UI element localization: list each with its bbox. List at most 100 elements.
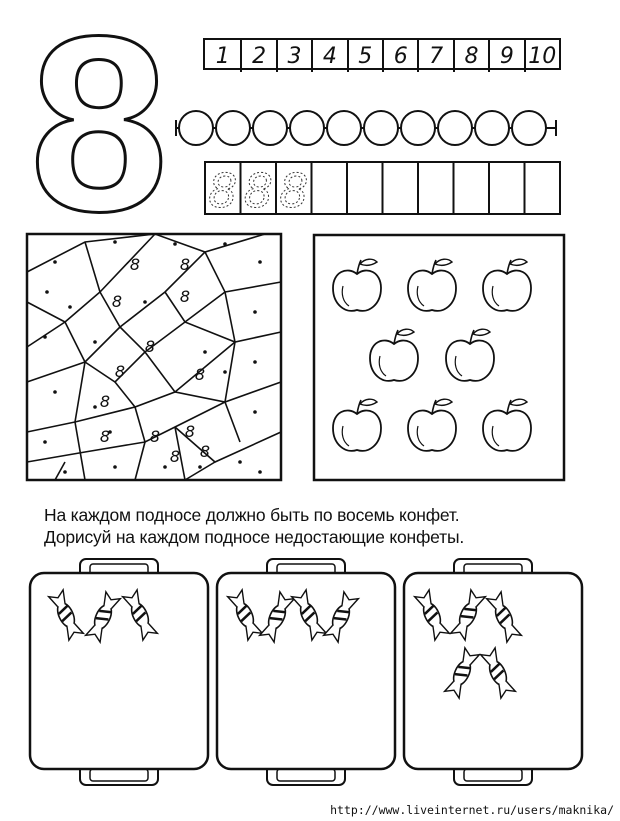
mosaic-dot bbox=[43, 335, 47, 339]
mosaic-dot bbox=[258, 470, 262, 474]
number-cell-6: 6 bbox=[382, 40, 417, 72]
candy bbox=[412, 587, 452, 643]
mosaic-eight-label: 8 bbox=[112, 292, 122, 311]
mosaic-dot bbox=[53, 260, 57, 264]
number-cell-2: 2 bbox=[240, 40, 275, 72]
mosaic-dot bbox=[198, 465, 202, 469]
mosaic-dot bbox=[223, 370, 227, 374]
mosaic-dot bbox=[253, 360, 257, 364]
bead bbox=[215, 110, 251, 146]
candy bbox=[442, 645, 482, 701]
mosaic-dot bbox=[53, 390, 57, 394]
mosaic-dot bbox=[203, 350, 207, 354]
bead bbox=[289, 110, 325, 146]
mosaic-dot bbox=[108, 430, 112, 434]
tracing-cell bbox=[452, 161, 490, 215]
candy-tray bbox=[28, 558, 210, 786]
candy bbox=[289, 587, 329, 643]
apples-box bbox=[312, 233, 566, 482]
apple bbox=[332, 398, 382, 452]
number-cell-4: 4 bbox=[311, 40, 346, 72]
mosaic-eight-label: 8 bbox=[185, 422, 195, 441]
mosaic-eight-label: 8 bbox=[150, 427, 160, 446]
mosaic-dot bbox=[68, 305, 72, 309]
mosaic-dot bbox=[43, 440, 47, 444]
bead bbox=[178, 110, 214, 146]
number-cell-5: 5 bbox=[346, 40, 382, 72]
mosaic-dot bbox=[163, 465, 167, 469]
candy bbox=[120, 587, 160, 643]
traced-digit: 8 bbox=[279, 164, 308, 216]
candy bbox=[484, 589, 524, 645]
mosaic-dot bbox=[173, 242, 177, 246]
candy bbox=[257, 589, 297, 645]
tracing-cell bbox=[275, 161, 313, 215]
mosaic-eight-label: 8 bbox=[170, 447, 180, 466]
mosaic-dot bbox=[253, 310, 257, 314]
traced-digit: 8 bbox=[208, 164, 237, 216]
big-outline-digit: 8 bbox=[28, 20, 170, 220]
mosaic-dot bbox=[93, 340, 97, 344]
mosaic-dot bbox=[258, 260, 262, 264]
tracing-cell bbox=[417, 161, 455, 215]
mosaic-eight-label: 8 bbox=[145, 337, 155, 356]
bead bbox=[437, 110, 473, 146]
traced-digit: 8 bbox=[244, 164, 273, 216]
candy bbox=[448, 587, 488, 643]
candy bbox=[225, 587, 265, 643]
instruction-line-2: Дорисуй на каждом подносе недостающие ко… bbox=[44, 527, 464, 547]
mosaic-lines bbox=[26, 233, 282, 481]
apple bbox=[332, 258, 382, 312]
apple bbox=[482, 398, 532, 452]
candy bbox=[83, 589, 123, 645]
number-cell-1: 1 bbox=[215, 43, 230, 69]
number-cell-8: 8 bbox=[452, 40, 488, 72]
apple bbox=[369, 328, 419, 382]
bead bbox=[511, 110, 547, 146]
candy bbox=[46, 587, 86, 643]
tracing-cell bbox=[239, 161, 277, 215]
bead-line bbox=[175, 110, 557, 146]
mosaic-dot bbox=[143, 300, 147, 304]
mosaic-dot bbox=[63, 470, 67, 474]
mosaic-dot bbox=[113, 240, 117, 244]
mosaic-eight-label: 8 bbox=[195, 365, 205, 384]
tray-body bbox=[215, 571, 397, 771]
bead bbox=[252, 110, 288, 146]
bead bbox=[363, 110, 399, 146]
candy bbox=[478, 645, 518, 701]
mosaic-eight-label: 8 bbox=[100, 427, 110, 446]
mosaic-eight-label: 8 bbox=[180, 255, 190, 274]
number-cell-3: 3 bbox=[275, 40, 311, 72]
tracing-cell bbox=[488, 161, 526, 215]
mosaic-eight-label: 8 bbox=[100, 392, 110, 411]
tracing-cell bbox=[310, 161, 348, 215]
candy-tray bbox=[215, 558, 397, 786]
mosaic-eight-label: 8 bbox=[115, 362, 125, 381]
big-digit-text: 8 bbox=[29, 20, 168, 220]
instruction-line-1: На каждом подносе должно быть по восемь … bbox=[44, 505, 460, 525]
tracing-cell bbox=[346, 161, 384, 215]
number-cell-10: 10 bbox=[523, 40, 559, 72]
mosaic-dot bbox=[238, 460, 242, 464]
trays-area bbox=[28, 558, 584, 786]
tracing-cell bbox=[204, 161, 242, 215]
mosaic-eight-label: 8 bbox=[130, 255, 140, 274]
bead bbox=[326, 110, 362, 146]
bead bbox=[474, 110, 510, 146]
footer-url: http://www.liveinternet.ru/users/maknika… bbox=[330, 803, 614, 817]
mosaic-eight-label: 8 bbox=[200, 442, 210, 461]
mosaic-dot bbox=[93, 405, 97, 409]
mosaic-dot bbox=[223, 242, 227, 246]
candy-tray bbox=[402, 558, 584, 786]
mosaic-dot bbox=[45, 290, 49, 294]
mosaic-eight-label: 8 bbox=[180, 287, 190, 306]
tracing-cell bbox=[523, 161, 561, 215]
candy bbox=[321, 589, 361, 645]
bead bbox=[400, 110, 436, 146]
apple bbox=[407, 258, 457, 312]
